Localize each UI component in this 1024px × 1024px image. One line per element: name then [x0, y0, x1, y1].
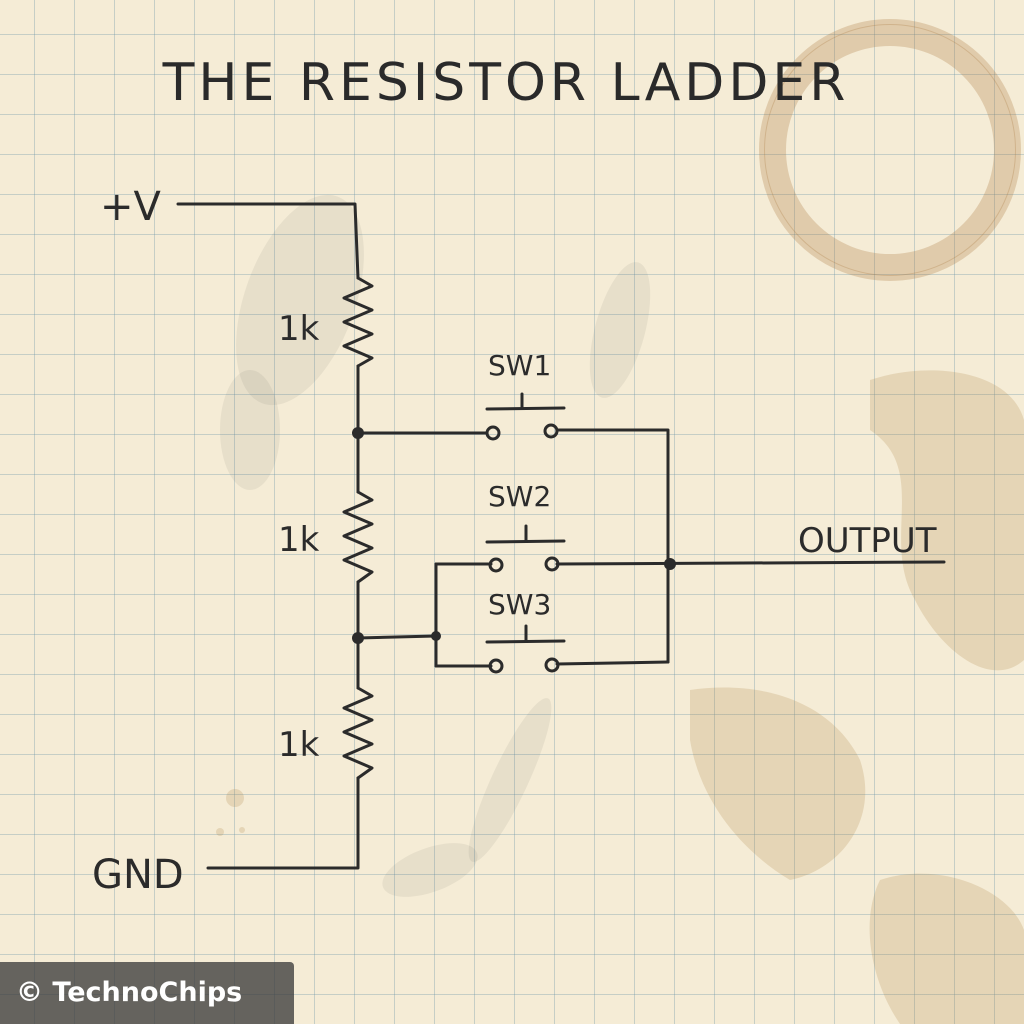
resistor-r2-symbol — [342, 490, 374, 584]
junction-node-2 — [352, 632, 364, 644]
junction-dots — [352, 427, 676, 644]
resistor-r1-label: 1k — [278, 309, 320, 349]
supply-label: +V — [100, 184, 162, 230]
switch-sw1 — [485, 392, 566, 441]
watermark-badge: © TechnoChips — [0, 962, 294, 1024]
output-label: OUTPUT — [798, 521, 937, 561]
ground-label: GND — [92, 852, 184, 898]
coffee-stains — [216, 19, 1024, 1024]
resistor-r3-label: 1k — [278, 725, 320, 765]
switch-sw1-label: SW1 — [488, 349, 551, 382]
resistor-r1-symbol — [342, 276, 374, 368]
wires — [176, 202, 946, 870]
junction-output — [664, 558, 676, 570]
junction-node-1 — [352, 427, 364, 439]
switch-sw2 — [485, 524, 566, 573]
switch-sw2-label: SW2 — [488, 480, 551, 513]
switch-sw3 — [485, 624, 566, 674]
diagram-title: THE RESISTOR LADDER — [162, 53, 850, 113]
resistor-r2-label: 1k — [278, 520, 320, 560]
switch-sw3-label: SW3 — [488, 588, 551, 621]
junction-node-switch-common — [431, 631, 441, 641]
resistor-r3-symbol — [342, 686, 374, 780]
